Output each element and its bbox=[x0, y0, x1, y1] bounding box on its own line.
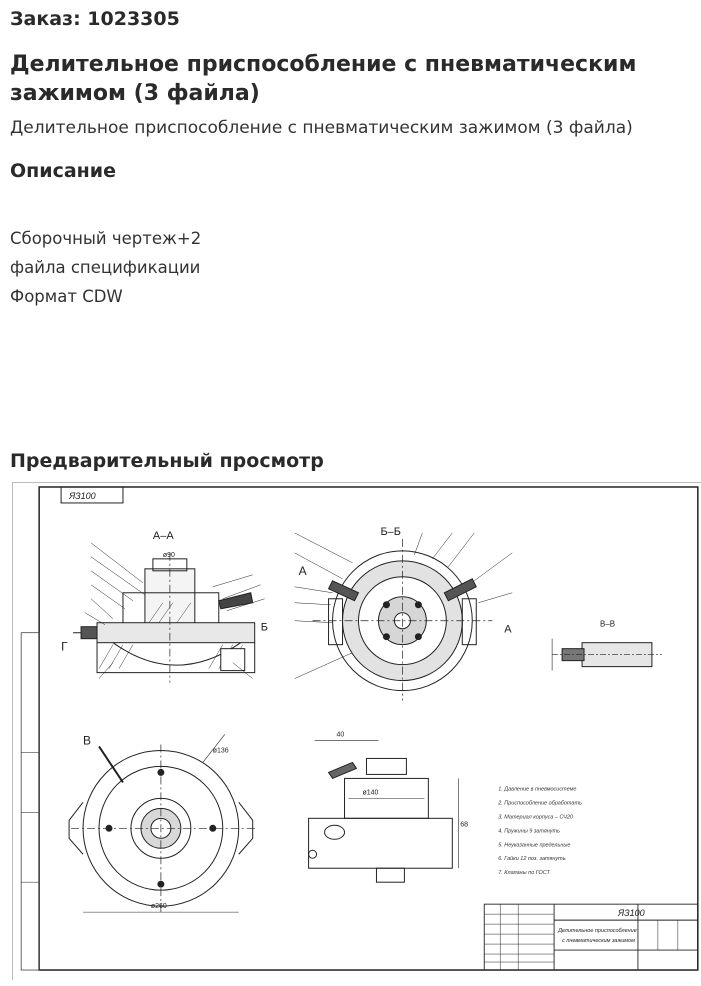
description-line: Формат CDW bbox=[10, 287, 123, 306]
dim-140: ø140 bbox=[362, 789, 378, 796]
label-section-aa: А–А bbox=[153, 530, 174, 542]
description-line: файла спецификации bbox=[10, 258, 201, 277]
technical-notes: 1. Давление в пневмосистеме 2. Приспособ… bbox=[497, 786, 582, 876]
svg-text:5. Неуказанные предельные: 5. Неуказанные предельные bbox=[498, 842, 570, 848]
dim-90: ø90 bbox=[163, 552, 175, 559]
label-section-vv: В–В bbox=[600, 620, 615, 629]
dim-68: 68 bbox=[460, 821, 468, 828]
description-heading: Описание bbox=[10, 160, 117, 182]
svg-text:3. Материал корпуса – СЧ20: 3. Материал корпуса – СЧ20 bbox=[498, 814, 573, 820]
label-view-b: Б bbox=[261, 622, 268, 634]
stamp-code: ЯЗ100 bbox=[617, 908, 645, 918]
section-aa-view: А–А ø90 Г Б bbox=[61, 530, 268, 683]
label-view-g: Г bbox=[61, 640, 68, 654]
drawing-preview-image[interactable]: ЯЗ100 А–А ø90 Г Б bbox=[12, 482, 701, 980]
stamp-title-line1: Делительное приспособление bbox=[557, 928, 637, 934]
description-line: Сборочный чертеж+2 bbox=[10, 229, 202, 248]
drawing-margin-strip bbox=[20, 632, 40, 971]
dim-40: 40 bbox=[337, 731, 345, 738]
label-view-a-right: А bbox=[504, 624, 512, 636]
dim-260: ø260 bbox=[151, 903, 167, 910]
sheet-code: ЯЗ100 bbox=[68, 491, 96, 501]
svg-text:6. Гайки 12 поз. затянуть: 6. Гайки 12 поз. затянуть bbox=[498, 855, 566, 862]
stamp-title-line2: с пневматическим зажимом bbox=[562, 938, 635, 944]
svg-text:7. Клапаны по ГОСТ: 7. Клапаны по ГОСТ bbox=[498, 870, 550, 876]
product-subtitle: Делительное приспособление с пневматичес… bbox=[10, 118, 633, 138]
label-section-bb: Б–Б bbox=[380, 526, 401, 538]
section-bb-view: Б–Б А А bbox=[294, 526, 513, 701]
svg-text:2. Приспособление обработать: 2. Приспособление обработать bbox=[497, 800, 582, 806]
view-v: В ø260 ø136 bbox=[68, 733, 257, 913]
technical-drawing: ЯЗ100 А–А ø90 Г Б bbox=[20, 486, 699, 971]
product-title: Делительное приспособление с пневматичес… bbox=[10, 52, 637, 106]
svg-text:1. Давление в пневмосистеме: 1. Давление в пневмосистеме bbox=[498, 786, 576, 792]
label-view-v: В bbox=[83, 733, 91, 747]
sheet-code-box bbox=[60, 486, 124, 504]
preview-heading: Предварительный просмотр bbox=[10, 450, 324, 472]
title-block: ЯЗ100 Делительное приспособление с пневм… bbox=[483, 903, 699, 971]
section-vv-view: В–В bbox=[551, 620, 662, 671]
side-view: 40 ø140 68 bbox=[308, 731, 468, 883]
order-number: Заказ: 1023305 bbox=[10, 8, 180, 30]
description-text: Сборочный чертеж+2 файла спецификации Фо… bbox=[10, 224, 201, 311]
label-view-a: А bbox=[299, 564, 307, 578]
dim-136: ø136 bbox=[213, 747, 229, 754]
svg-text:4. Пружины 9 затянуть: 4. Пружины 9 затянуть bbox=[498, 828, 560, 834]
